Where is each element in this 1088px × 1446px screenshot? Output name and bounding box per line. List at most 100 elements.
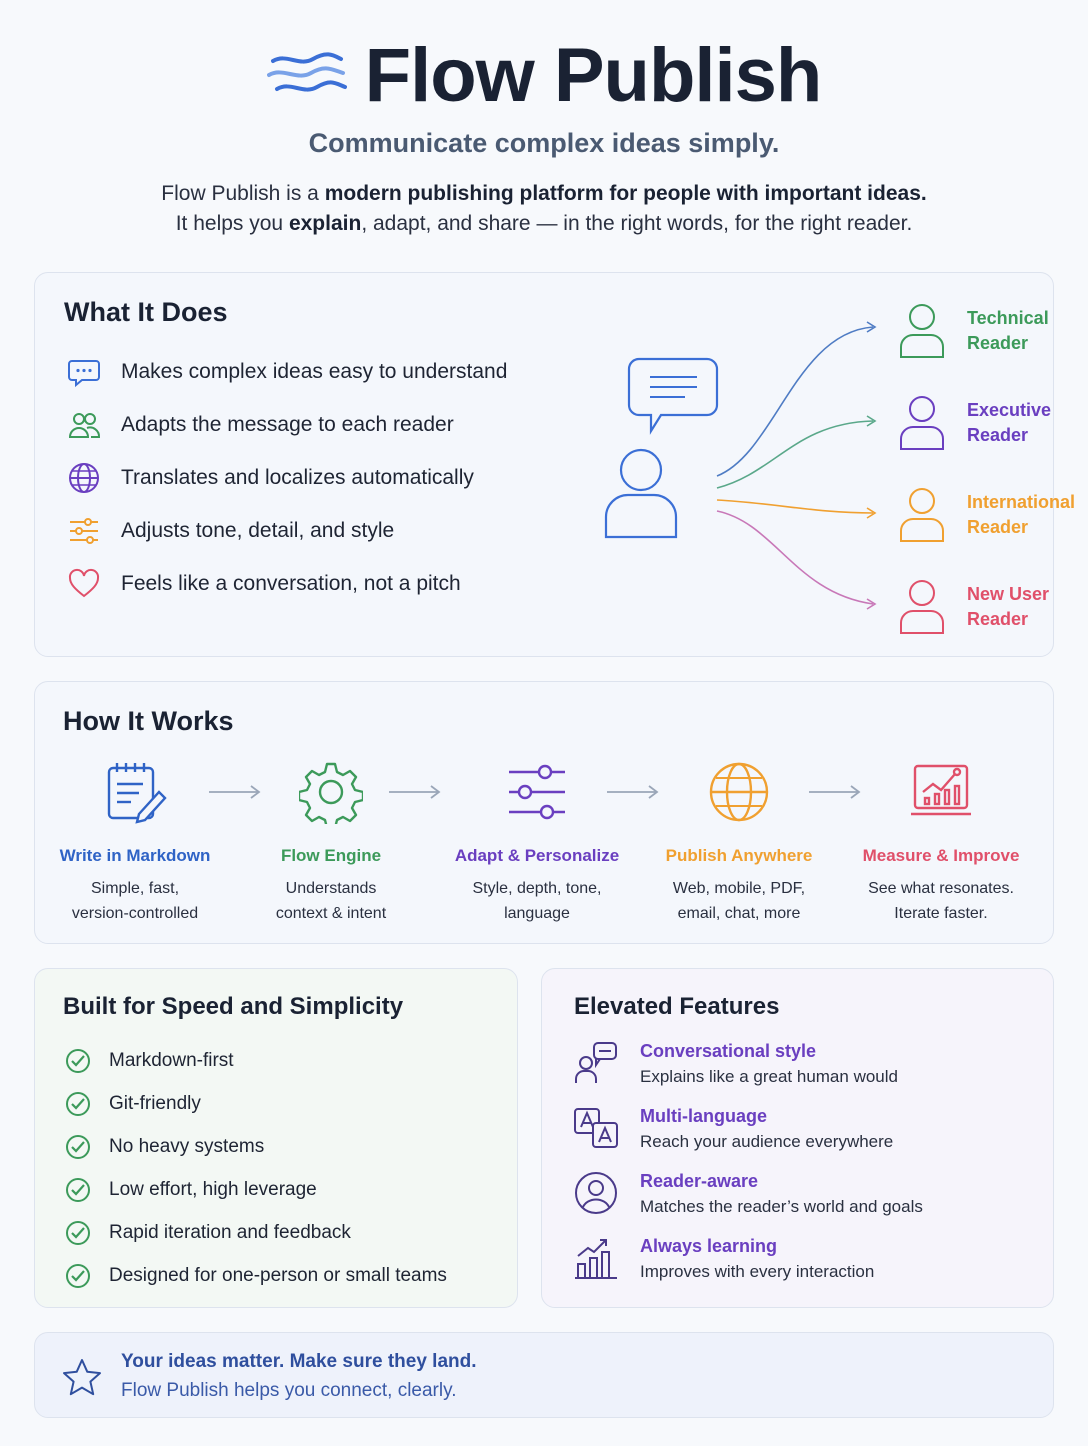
arrow-right-icon bbox=[389, 785, 441, 799]
check-circle-icon bbox=[66, 1134, 90, 1159]
person-icon bbox=[900, 304, 944, 358]
reader-label-line2: Reader bbox=[967, 517, 1029, 537]
what-it-does-heading: What It Does bbox=[64, 297, 228, 327]
speed-item-label: Low effort, high leverage bbox=[109, 1178, 317, 1200]
intro-line-2-bold: explain bbox=[288, 212, 362, 235]
step-title: Measure & Improve bbox=[862, 846, 1020, 865]
globe-icon bbox=[67, 461, 101, 495]
reader-label-line1: International bbox=[967, 492, 1076, 512]
step-desc: Style, depth, tone,language bbox=[447, 876, 627, 926]
speed-item: No heavy systems bbox=[65, 1125, 447, 1168]
intro: Flow Publish is a modern publishing plat… bbox=[0, 179, 1088, 239]
feature-item: Adjusts tone, detail, and style bbox=[67, 504, 507, 557]
intro-line-2-rest: , adapt, and share — in the right words,… bbox=[361, 212, 913, 235]
sliders-icon bbox=[67, 514, 101, 548]
translate-icon bbox=[574, 1108, 618, 1148]
elevated-desc: Explains like a great human would bbox=[640, 1067, 898, 1086]
analytics-icon bbox=[851, 752, 1031, 832]
step-desc-line2: version-controlled bbox=[71, 905, 199, 922]
elevated-desc: Improves with every interaction bbox=[640, 1262, 875, 1281]
sliders-icon bbox=[447, 752, 627, 832]
chat-bubble-icon bbox=[67, 355, 101, 389]
check-circle-icon bbox=[66, 1220, 90, 1245]
step-desc: Web, mobile, PDF,email, chat, more bbox=[649, 876, 829, 926]
globe-icon bbox=[649, 752, 829, 832]
speed-card: Built for Speed and Simplicity Markdown-… bbox=[34, 968, 518, 1308]
user-circle-icon bbox=[575, 1172, 617, 1214]
how-it-works-heading: How It Works bbox=[63, 706, 234, 736]
flow-logo-icon bbox=[266, 52, 347, 92]
title-row: Flow Publish bbox=[0, 30, 1088, 120]
step-title: Publish Anywhere bbox=[665, 846, 813, 865]
step-desc-line1: See what resonates. bbox=[868, 880, 1014, 897]
step-desc-line2: context & intent bbox=[275, 905, 387, 922]
feature-label: Adjusts tone, detail, and style bbox=[121, 518, 395, 542]
step-adapt: Adapt & Personalize Style, depth, tone,l… bbox=[447, 752, 627, 926]
speed-item: Low effort, high leverage bbox=[65, 1168, 447, 1211]
speed-list: Markdown-first Git-friendly No heavy sys… bbox=[65, 1039, 447, 1297]
step-title: Adapt & Personalize bbox=[454, 846, 620, 865]
step-desc-line1: Understands bbox=[285, 880, 377, 897]
elevated-desc: Matches the reader’s world and goals bbox=[640, 1197, 923, 1216]
person-icon bbox=[900, 580, 944, 634]
feature-label: Feels like a conversation, not a pitch bbox=[121, 571, 461, 595]
elevated-desc: Reach your audience everywhere bbox=[640, 1132, 894, 1151]
intro-line-1-text: Flow Publish is a bbox=[161, 182, 325, 205]
step-title: Flow Engine bbox=[280, 846, 382, 865]
feature-item: Adapts the message to each reader bbox=[67, 398, 507, 451]
speech-bubble-icon bbox=[627, 357, 719, 435]
feature-item: Translates and localizes automatically bbox=[67, 451, 507, 504]
how-it-works-card: How It Works Write in Markdown Simple, f… bbox=[34, 681, 1054, 944]
conversation-icon bbox=[575, 1042, 617, 1083]
step-desc-line2: email, chat, more bbox=[677, 905, 801, 922]
speed-item: Rapid iteration and feedback bbox=[65, 1211, 447, 1254]
reader-label-line1: New User bbox=[967, 584, 1050, 604]
gear-icon bbox=[241, 752, 421, 832]
feature-label: Makes complex ideas easy to understand bbox=[121, 359, 508, 383]
step-write: Write in Markdown Simple, fast,version-c… bbox=[45, 752, 225, 926]
users-icon bbox=[67, 408, 101, 442]
feature-label: Translates and localizes automatically bbox=[121, 465, 474, 489]
growth-chart-icon bbox=[575, 1239, 617, 1279]
intro-line-2-text: It helps you bbox=[175, 212, 289, 235]
feature-list: Makes complex ideas easy to understand A… bbox=[67, 345, 507, 610]
step-publish: Publish Anywhere Web, mobile, PDF,email,… bbox=[649, 752, 829, 926]
step-desc: See what resonates. Iterate faster. bbox=[851, 876, 1031, 926]
reader-label-line2: Reader bbox=[967, 425, 1029, 445]
step-desc-line2: language bbox=[504, 905, 570, 922]
feature-item: Feels like a conversation, not a pitch bbox=[67, 557, 507, 610]
what-it-does-card: What It Does Makes complex ideas easy to… bbox=[34, 272, 1075, 657]
elevated-title: Reader-aware bbox=[640, 1171, 759, 1191]
step-desc: Understands context & intent bbox=[241, 876, 421, 926]
step-desc: Simple, fast,version-controlled bbox=[45, 876, 225, 926]
reader-label-line2: Reader bbox=[967, 333, 1029, 353]
step-desc-line2: Iterate faster. bbox=[894, 905, 988, 922]
speed-item-label: Markdown-first bbox=[109, 1049, 234, 1071]
footer-subline: Flow Publish helps you connect, clearly. bbox=[121, 1380, 457, 1401]
header: Flow Publish Communicate complex ideas s… bbox=[0, 30, 1088, 239]
reader-label-line2: Reader bbox=[967, 609, 1029, 629]
speed-item-label: Rapid iteration and feedback bbox=[109, 1221, 351, 1243]
speaker-person-icon bbox=[604, 448, 678, 539]
speed-item: Git-friendly bbox=[65, 1082, 447, 1125]
speed-item-label: Git-friendly bbox=[109, 1092, 201, 1114]
feature-label: Adapts the message to each reader bbox=[121, 412, 454, 436]
check-circle-icon bbox=[66, 1177, 90, 1202]
check-circle-icon bbox=[66, 1091, 90, 1116]
step-measure: Measure & Improve See what resonates. Ite… bbox=[851, 752, 1031, 926]
intro-line-2: It helps you explain, adapt, and share —… bbox=[0, 209, 1088, 239]
speed-item: Designed for one-person or small teams bbox=[65, 1254, 447, 1297]
app-title: Flow Publish bbox=[364, 32, 823, 118]
elevated-title: Conversational style bbox=[640, 1041, 817, 1061]
